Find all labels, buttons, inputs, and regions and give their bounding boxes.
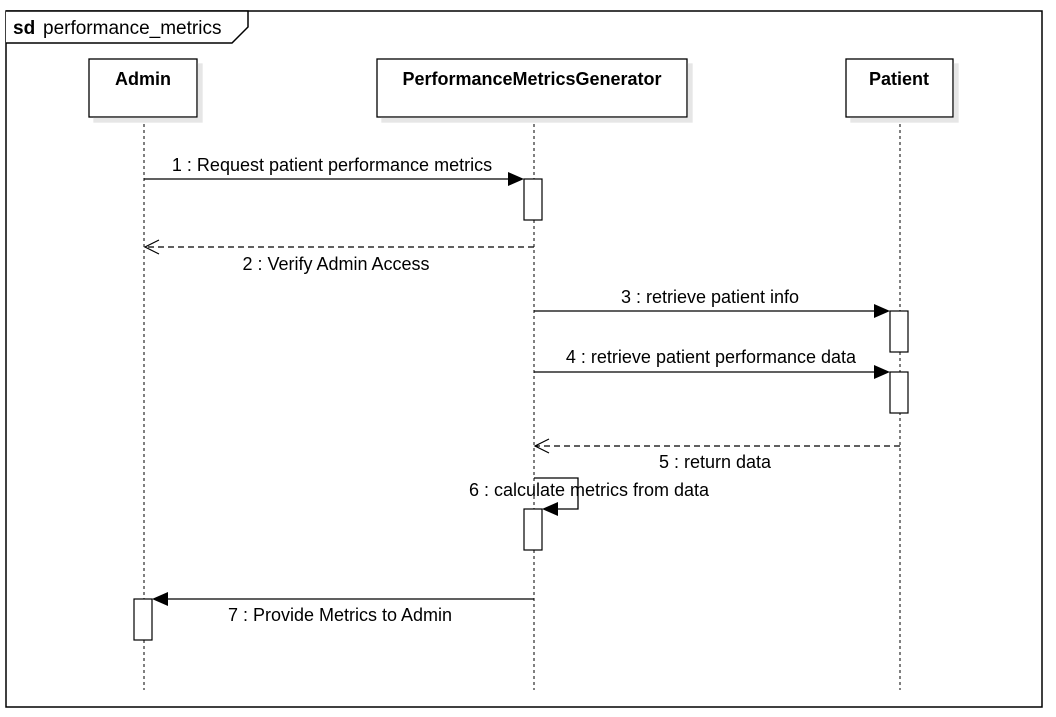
activation-generator-2 (523, 508, 543, 551)
activation-admin-1 (133, 598, 153, 641)
lifeline-generator-head (376, 58, 688, 118)
message-2-label: 2 : Verify Admin Access (242, 254, 429, 274)
activation-generator-1 (523, 178, 543, 221)
frame-name: performance_metrics (43, 18, 221, 39)
message-6-arrowhead (542, 502, 558, 516)
message-1-arrowhead (508, 172, 524, 186)
message-5-label: 5 : return data (659, 452, 772, 472)
message-3: 3 : retrieve patient info (534, 287, 890, 318)
lifeline-generator: PerformanceMetricsGenerator (376, 58, 688, 690)
message-4: 4 : retrieve patient performance data (534, 347, 890, 379)
lifeline-admin-label: Admin (115, 69, 171, 89)
message-6: 6 : calculate metrics from data (469, 477, 710, 516)
lifeline-patient-label: Patient (869, 69, 929, 89)
lifeline-patient: Patient (845, 58, 954, 690)
lifeline-admin-head (88, 58, 198, 118)
frame-keyword: sd (13, 18, 35, 39)
frame-border (5, 10, 1043, 708)
message-2: 2 : Verify Admin Access (143, 239, 534, 274)
message-7: 7 : Provide Metrics to Admin (152, 592, 534, 625)
message-4-label: 4 : retrieve patient performance data (566, 347, 857, 367)
frame-label-tab (6, 10, 249, 44)
message-4-arrowhead (874, 365, 890, 379)
message-7-arrowhead (152, 592, 168, 606)
message-1-label: 1 : Request patient performance metrics (172, 155, 492, 175)
message-2-arrowhead (143, 239, 160, 255)
message-6-label: 6 : calculate metrics from data (469, 480, 710, 500)
lifeline-generator-label: PerformanceMetricsGenerator (402, 69, 661, 89)
message-3-label: 3 : retrieve patient info (621, 287, 799, 307)
message-3-arrowhead (874, 304, 890, 318)
activation-patient-2 (889, 371, 909, 414)
message-5-arrowhead (533, 438, 550, 454)
message-7-label: 7 : Provide Metrics to Admin (228, 605, 452, 625)
message-5: 5 : return data (533, 438, 900, 472)
lifeline-admin: Admin (88, 58, 198, 690)
activation-patient-1 (889, 310, 909, 353)
message-1: 1 : Request patient performance metrics (144, 155, 524, 186)
message-6-line (534, 477, 579, 510)
lifeline-patient-head (845, 58, 954, 118)
